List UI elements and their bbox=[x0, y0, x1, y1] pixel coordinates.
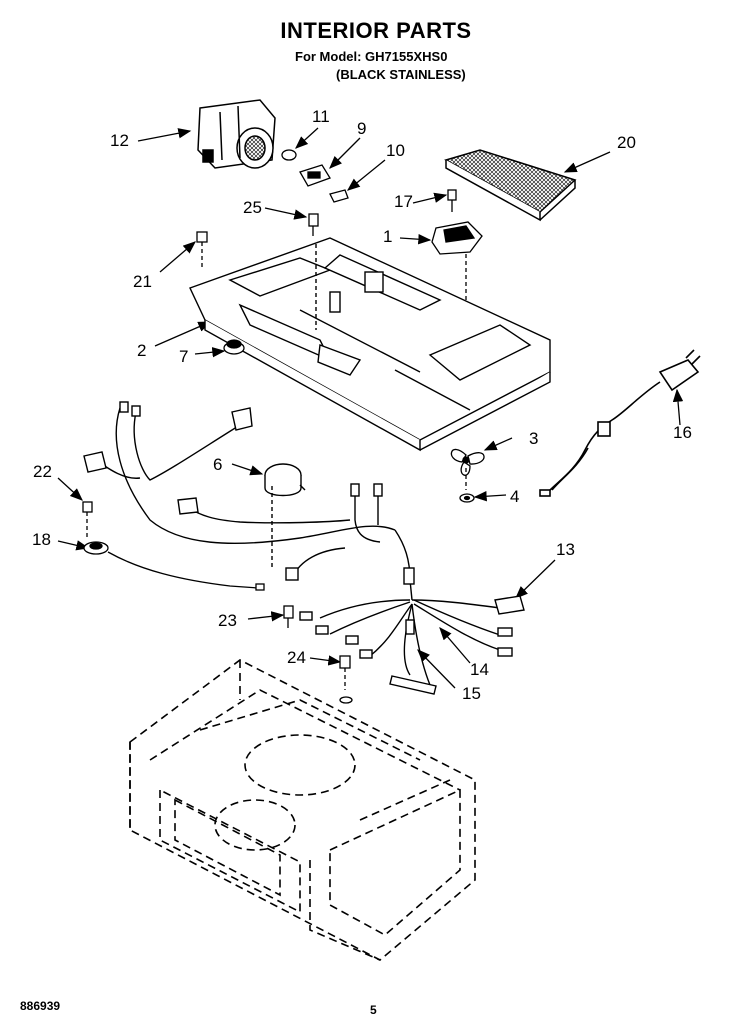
callout-6: 6 bbox=[213, 455, 223, 474]
callout-25: 25 bbox=[243, 198, 262, 217]
callout-17: 17 bbox=[394, 192, 413, 211]
callout-22: 22 bbox=[33, 462, 52, 481]
callout-7: 7 bbox=[179, 347, 189, 366]
callout-21: 21 bbox=[133, 272, 152, 291]
callout-3: 3 bbox=[529, 429, 539, 448]
callout-14: 14 bbox=[470, 660, 489, 679]
callout-10: 10 bbox=[386, 141, 405, 160]
callout-1: 1 bbox=[383, 227, 393, 246]
switch-part bbox=[431, 189, 483, 300]
oven-cavity-outline bbox=[129, 659, 476, 961]
callout-24: 24 bbox=[287, 648, 306, 667]
callout-16: 16 bbox=[673, 423, 692, 442]
page-number: 5 bbox=[370, 1003, 377, 1017]
callout-2: 2 bbox=[137, 341, 147, 360]
model-line: For Model: GH7155XHS0 bbox=[295, 49, 448, 64]
callout-9: 9 bbox=[357, 119, 367, 138]
page-title: INTERIOR PARTS bbox=[280, 18, 472, 43]
callout-13: 13 bbox=[556, 540, 575, 559]
leader-lines bbox=[57, 127, 684, 689]
wire-harness-part bbox=[83, 401, 525, 695]
callout-11: 11 bbox=[312, 107, 330, 126]
component-6-part bbox=[264, 463, 306, 570]
grease-filter-part bbox=[444, 149, 577, 222]
small-fasteners-group bbox=[281, 149, 349, 236]
callout-15: 15 bbox=[462, 684, 481, 703]
base-chassis-part bbox=[189, 237, 551, 452]
callout-20: 20 bbox=[617, 133, 636, 152]
sensor-18-part bbox=[82, 501, 265, 591]
power-cord-part bbox=[539, 349, 701, 497]
callout-12: 12 bbox=[110, 131, 129, 150]
callout-23: 23 bbox=[218, 611, 237, 630]
screws-23-24-part bbox=[283, 605, 353, 704]
callout-18: 18 bbox=[32, 530, 51, 549]
thermal-protector-7-part bbox=[223, 339, 245, 355]
blower-assembly-part bbox=[197, 99, 276, 169]
screw-21-part bbox=[196, 231, 208, 270]
document-number: 886939 bbox=[20, 999, 61, 1013]
variant-line: (BLACK STAINLESS) bbox=[336, 67, 466, 82]
fan-blade-part bbox=[450, 448, 485, 503]
callout-4: 4 bbox=[510, 487, 520, 506]
